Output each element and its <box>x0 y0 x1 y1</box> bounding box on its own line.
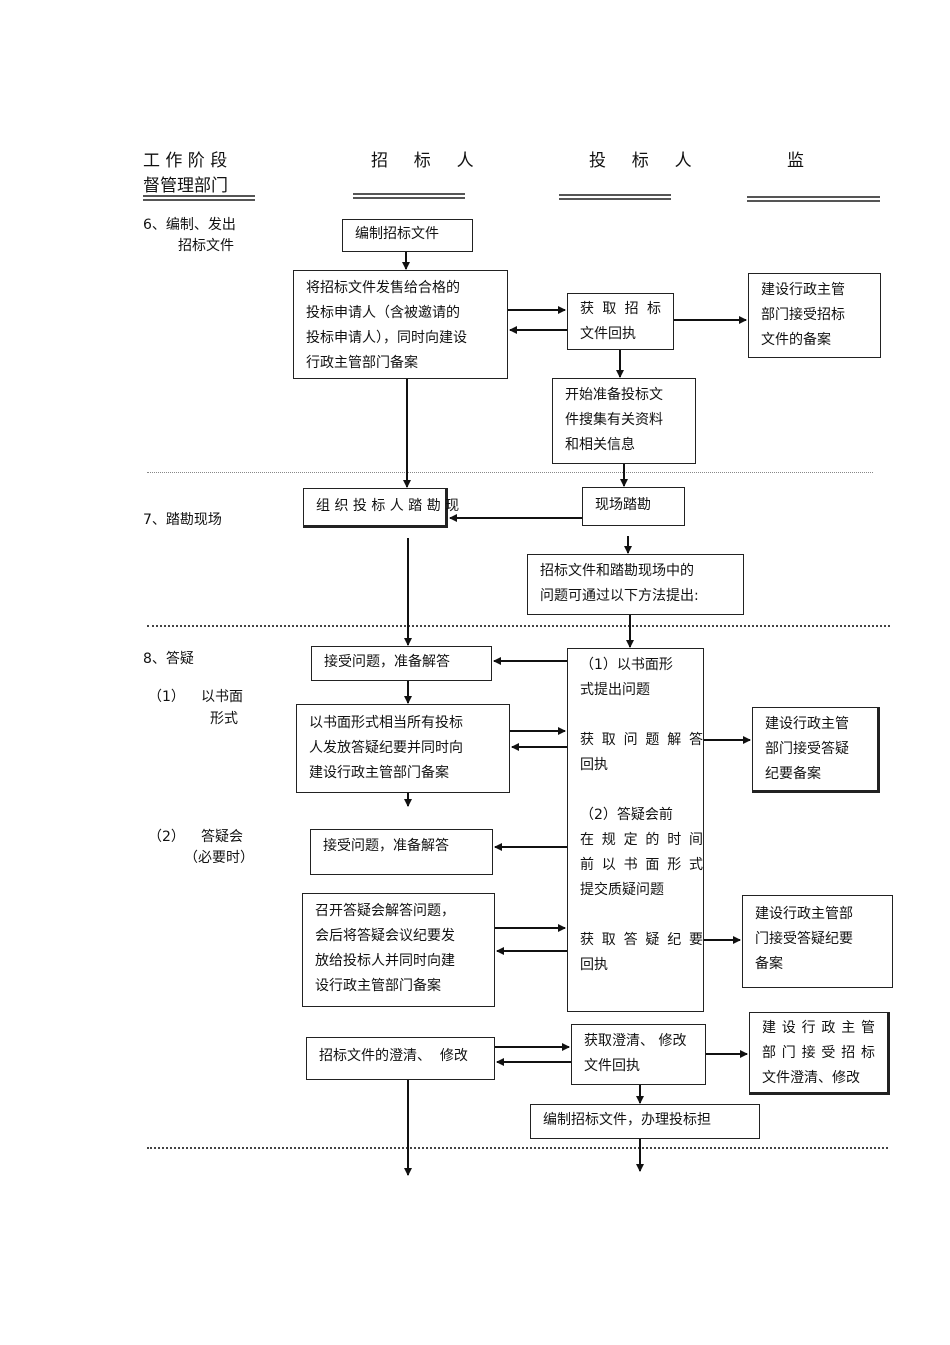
stage-8-2-number: （2） <box>148 829 185 845</box>
box-authority-record-doc: 建设行政主管 部门接受招标 文件的备案 <box>748 273 881 358</box>
box-line: 式提出问题 <box>580 682 650 698</box>
box-line: 回执 <box>580 957 608 973</box>
stage-6-label: 6、编制、发出 <box>143 217 236 233</box>
box-line: 文件的备案 <box>761 332 831 348</box>
box-authority-record-meeting: 建设行政主管部 门接受答疑纪要 备案 <box>742 895 893 988</box>
stage-separator-7-8 <box>147 625 890 627</box>
box-line: 文件回执 <box>580 326 636 342</box>
box-line <box>580 703 691 728</box>
box-line: 现场踏勘 <box>595 497 651 513</box>
header-underline-supervisor <box>747 196 880 202</box>
box-line: 开始准备投标文 <box>565 387 663 403</box>
box-line: 回执 <box>580 757 608 773</box>
box-line: 召开答疑会解答问题， <box>315 903 455 919</box>
box-written-reply: 以书面形式相当所有投标 人发放答疑纪要并同时向 建设行政主管部门备案 <box>296 704 510 793</box>
box-organize-site-visit: 组 织 投 标 人 踏 勘 现 <box>303 488 460 528</box>
box-line: 件搜集有关资料 <box>565 412 663 428</box>
box-line: 建设行政主管 <box>761 282 845 298</box>
stage-separator-8-end <box>147 1147 888 1149</box>
box-line: 接受问题，准备解答 <box>323 838 449 854</box>
header-stage: 工 作 阶 段 <box>143 151 228 171</box>
box-line: 提交质疑问题 <box>580 882 664 898</box>
box-line: 投标申请人（含被邀请的 <box>306 305 460 321</box>
box-line: 前 以 书 面 形 式 <box>580 857 705 873</box>
box-line: 获 取 招 标 <box>580 301 661 317</box>
box-line: 组 织 投 标 人 踏 勘 现 <box>316 498 460 514</box>
box-line: 问题可通过以下方法提出: <box>540 588 699 604</box>
stage-8-2-label: 答疑会 <box>201 829 243 845</box>
box-line: 建设行政主管部门备案 <box>309 765 449 781</box>
box-line: 投标申请人），同时向建设 <box>306 330 467 346</box>
box-line: 建设行政主管 <box>765 716 849 732</box>
box-line: 文件回执 <box>584 1058 640 1074</box>
header-underline-tenderer <box>353 193 465 199</box>
box-line: 招标文件和踏勘现场中的 <box>540 563 694 579</box>
box-line: （1）以书面形 <box>580 657 673 673</box>
box-line: 门接受答疑纪要 <box>755 931 853 947</box>
box-line: 人发放答疑纪要并同时向 <box>309 740 463 756</box>
box-line: 建设行政主管部 <box>755 906 853 922</box>
box-line: 放给投标人并同时向建 <box>315 953 455 969</box>
header-underline-stage <box>143 195 255 201</box>
box-questions-method: 招标文件和踏勘现场中的 问题可通过以下方法提出: <box>527 554 744 615</box>
box-line: 获 取 答 疑 纪 要 <box>580 932 705 948</box>
box-line: 以书面形式相当所有投标 <box>309 715 463 731</box>
stage-8-label: 8、答疑 <box>143 651 194 667</box>
box-line: 备案 <box>755 956 783 972</box>
box-sell-tender-doc: 将招标文件发售给合格的 投标申请人（含被邀请的 投标申请人），同时向建设 行政主… <box>293 270 508 379</box>
box-line <box>580 903 691 928</box>
box-compile-tender-doc: 编制招标文件 <box>342 219 473 252</box>
box-line: 行政主管部门备案 <box>306 355 418 371</box>
stage-8-1-number: （1） <box>148 689 185 705</box>
box-authority-record-clarify: 建 设 行 政 主 管 部 门 接 受 招 标 文件澄清、修改 <box>749 1012 890 1095</box>
box-hold-qa-meeting: 召开答疑会解答问题， 会后将答疑会议纪要发 放给投标人并同时向建 设行政主管部门… <box>302 893 495 1007</box>
box-line: 纪要备案 <box>765 766 821 782</box>
box-line: 文件澄清、修改 <box>762 1070 860 1086</box>
header-supervisor: 监 <box>787 151 804 171</box>
box-line: 在 规 定 的 时 间 <box>580 832 705 848</box>
box-line: 和相关信息 <box>565 437 635 453</box>
box-line: 接受问题，准备解答 <box>324 654 450 670</box>
box-line: 设行政主管部门备案 <box>315 978 441 994</box>
stage-separator-6-7 <box>147 472 873 473</box>
box-line: 建 设 行 政 主 管 <box>762 1020 875 1036</box>
stage-8-1-label: 以书面 <box>201 689 243 705</box>
header-bidder: 投 标 人 <box>589 151 702 171</box>
box-prepare-bid: 开始准备投标文 件搜集有关资料 和相关信息 <box>552 378 696 464</box>
box-get-doc-receipt: 获 取 招 标 文件回执 <box>567 293 674 350</box>
box-receive-questions-2: 接受问题，准备解答 <box>310 829 493 875</box>
box-line: 部门接受招标 <box>761 307 845 323</box>
stage-8-2-label-line2: （必要时） <box>184 850 254 866</box>
box-line: 获取澄清、 修改 <box>584 1033 687 1049</box>
box-line: （2）答疑会前 <box>580 807 673 823</box>
box-line: 编制招标文件 <box>355 226 439 242</box>
box-site-visit: 现场踏勘 <box>582 487 685 526</box>
header-tenderer: 招 标 人 <box>371 151 484 171</box>
box-get-clarify-receipt: 获取澄清、 修改 文件回执 <box>571 1024 706 1085</box>
box-receive-questions-1: 接受问题，准备解答 <box>311 646 492 681</box>
stage-7-label: 7、踏勘现场 <box>143 512 222 528</box>
stage-6-label-line2: 招标文件 <box>178 238 234 254</box>
box-line: 部 门 接 受 招 标 <box>762 1045 875 1061</box>
box-authority-record-reply: 建设行政主管 部门接受答疑 纪要备案 <box>752 707 880 793</box>
header-stage-line2: 督管理部门 <box>143 176 228 196</box>
box-compile-bid-guarantee: 编制招标文件，办理投标担 <box>530 1104 760 1139</box>
box-clarify-modify: 招标文件的澄清、 修改 <box>306 1037 495 1080</box>
header-underline-bidder <box>559 194 671 200</box>
box-line: 将招标文件发售给合格的 <box>306 280 460 296</box>
box-line: 招标文件的澄清、 修改 <box>319 1048 468 1064</box>
box-line <box>580 778 691 803</box>
box-line: 会后将答疑会议纪要发 <box>315 928 455 944</box>
box-line: 编制招标文件，办理投标担 <box>543 1112 711 1128</box>
box-bidder-questions-column: （1）以书面形 式提出问题 获 取 问 题 解 答 回执 （2）答疑会前 在 规… <box>567 648 704 1012</box>
box-line: 获 取 问 题 解 答 <box>580 732 705 748</box>
box-line: 部门接受答疑 <box>765 741 849 757</box>
stage-8-1-label-line2: 形式 <box>210 711 238 727</box>
